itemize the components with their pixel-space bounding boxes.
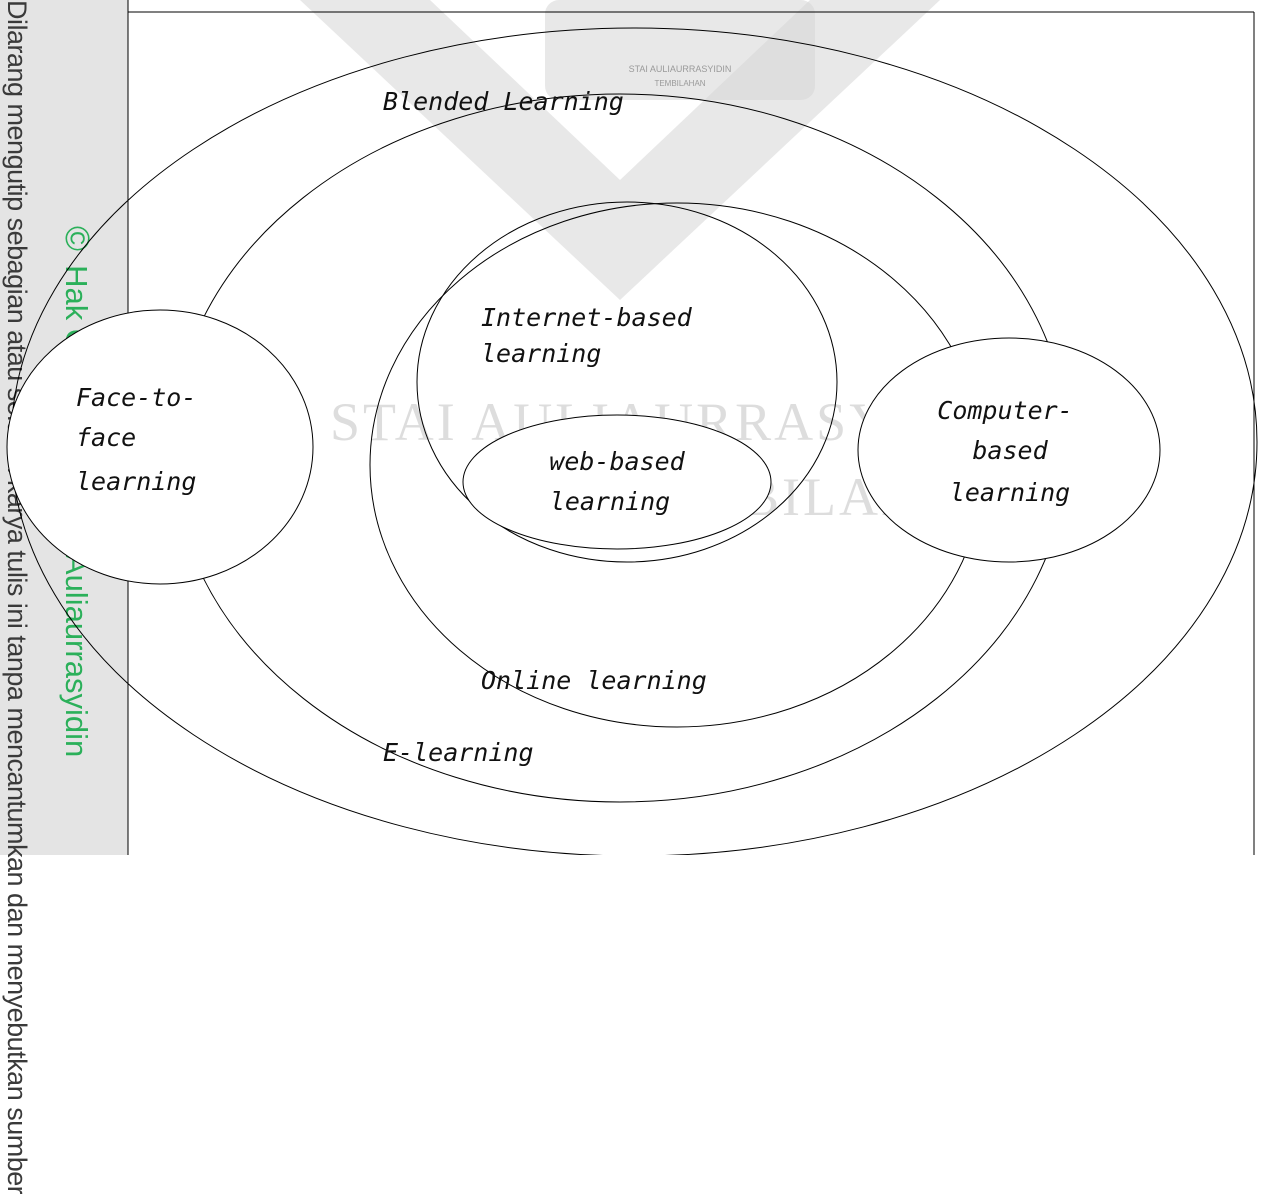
internet-based-label-line-2: learning	[481, 339, 601, 368]
face-to-face-label-line-3: learning	[76, 467, 196, 496]
internet-based-label-line-1: Internet-based	[481, 303, 693, 332]
web-based-label-line-2: learning	[550, 487, 670, 516]
watermark-seal-line-1: STAI AULIAURRASYIDIN	[629, 64, 732, 74]
web-based-label-line-1: web-based	[549, 447, 685, 476]
computer-based-label-line-3: learning	[950, 478, 1070, 507]
face-to-face-label-line-1: Face-to-	[76, 383, 196, 412]
e-learning-label: E-learning	[383, 738, 534, 767]
internet-based-learning-region	[416, 201, 838, 563]
face-to-face-label-line-2: face	[76, 423, 136, 452]
watermark-seal	[545, 0, 815, 100]
computer-based-learning-region	[857, 337, 1161, 563]
face-to-face-learning-region	[6, 309, 314, 585]
web-based-learning-region	[462, 414, 772, 550]
blended-learning-label: Blended Learning	[383, 87, 624, 116]
watermark-seal-line-2: TEMBILAHAN	[654, 79, 705, 88]
computer-based-label-line-1: Computer-	[937, 396, 1072, 425]
blended-learning-diagram: STAI AULIAURRASYIDIN TEMBILAHAN STAI AUL…	[6, 0, 1258, 855]
online-learning-label: Online learning	[481, 666, 707, 695]
computer-based-label-line-2: based	[972, 436, 1048, 465]
